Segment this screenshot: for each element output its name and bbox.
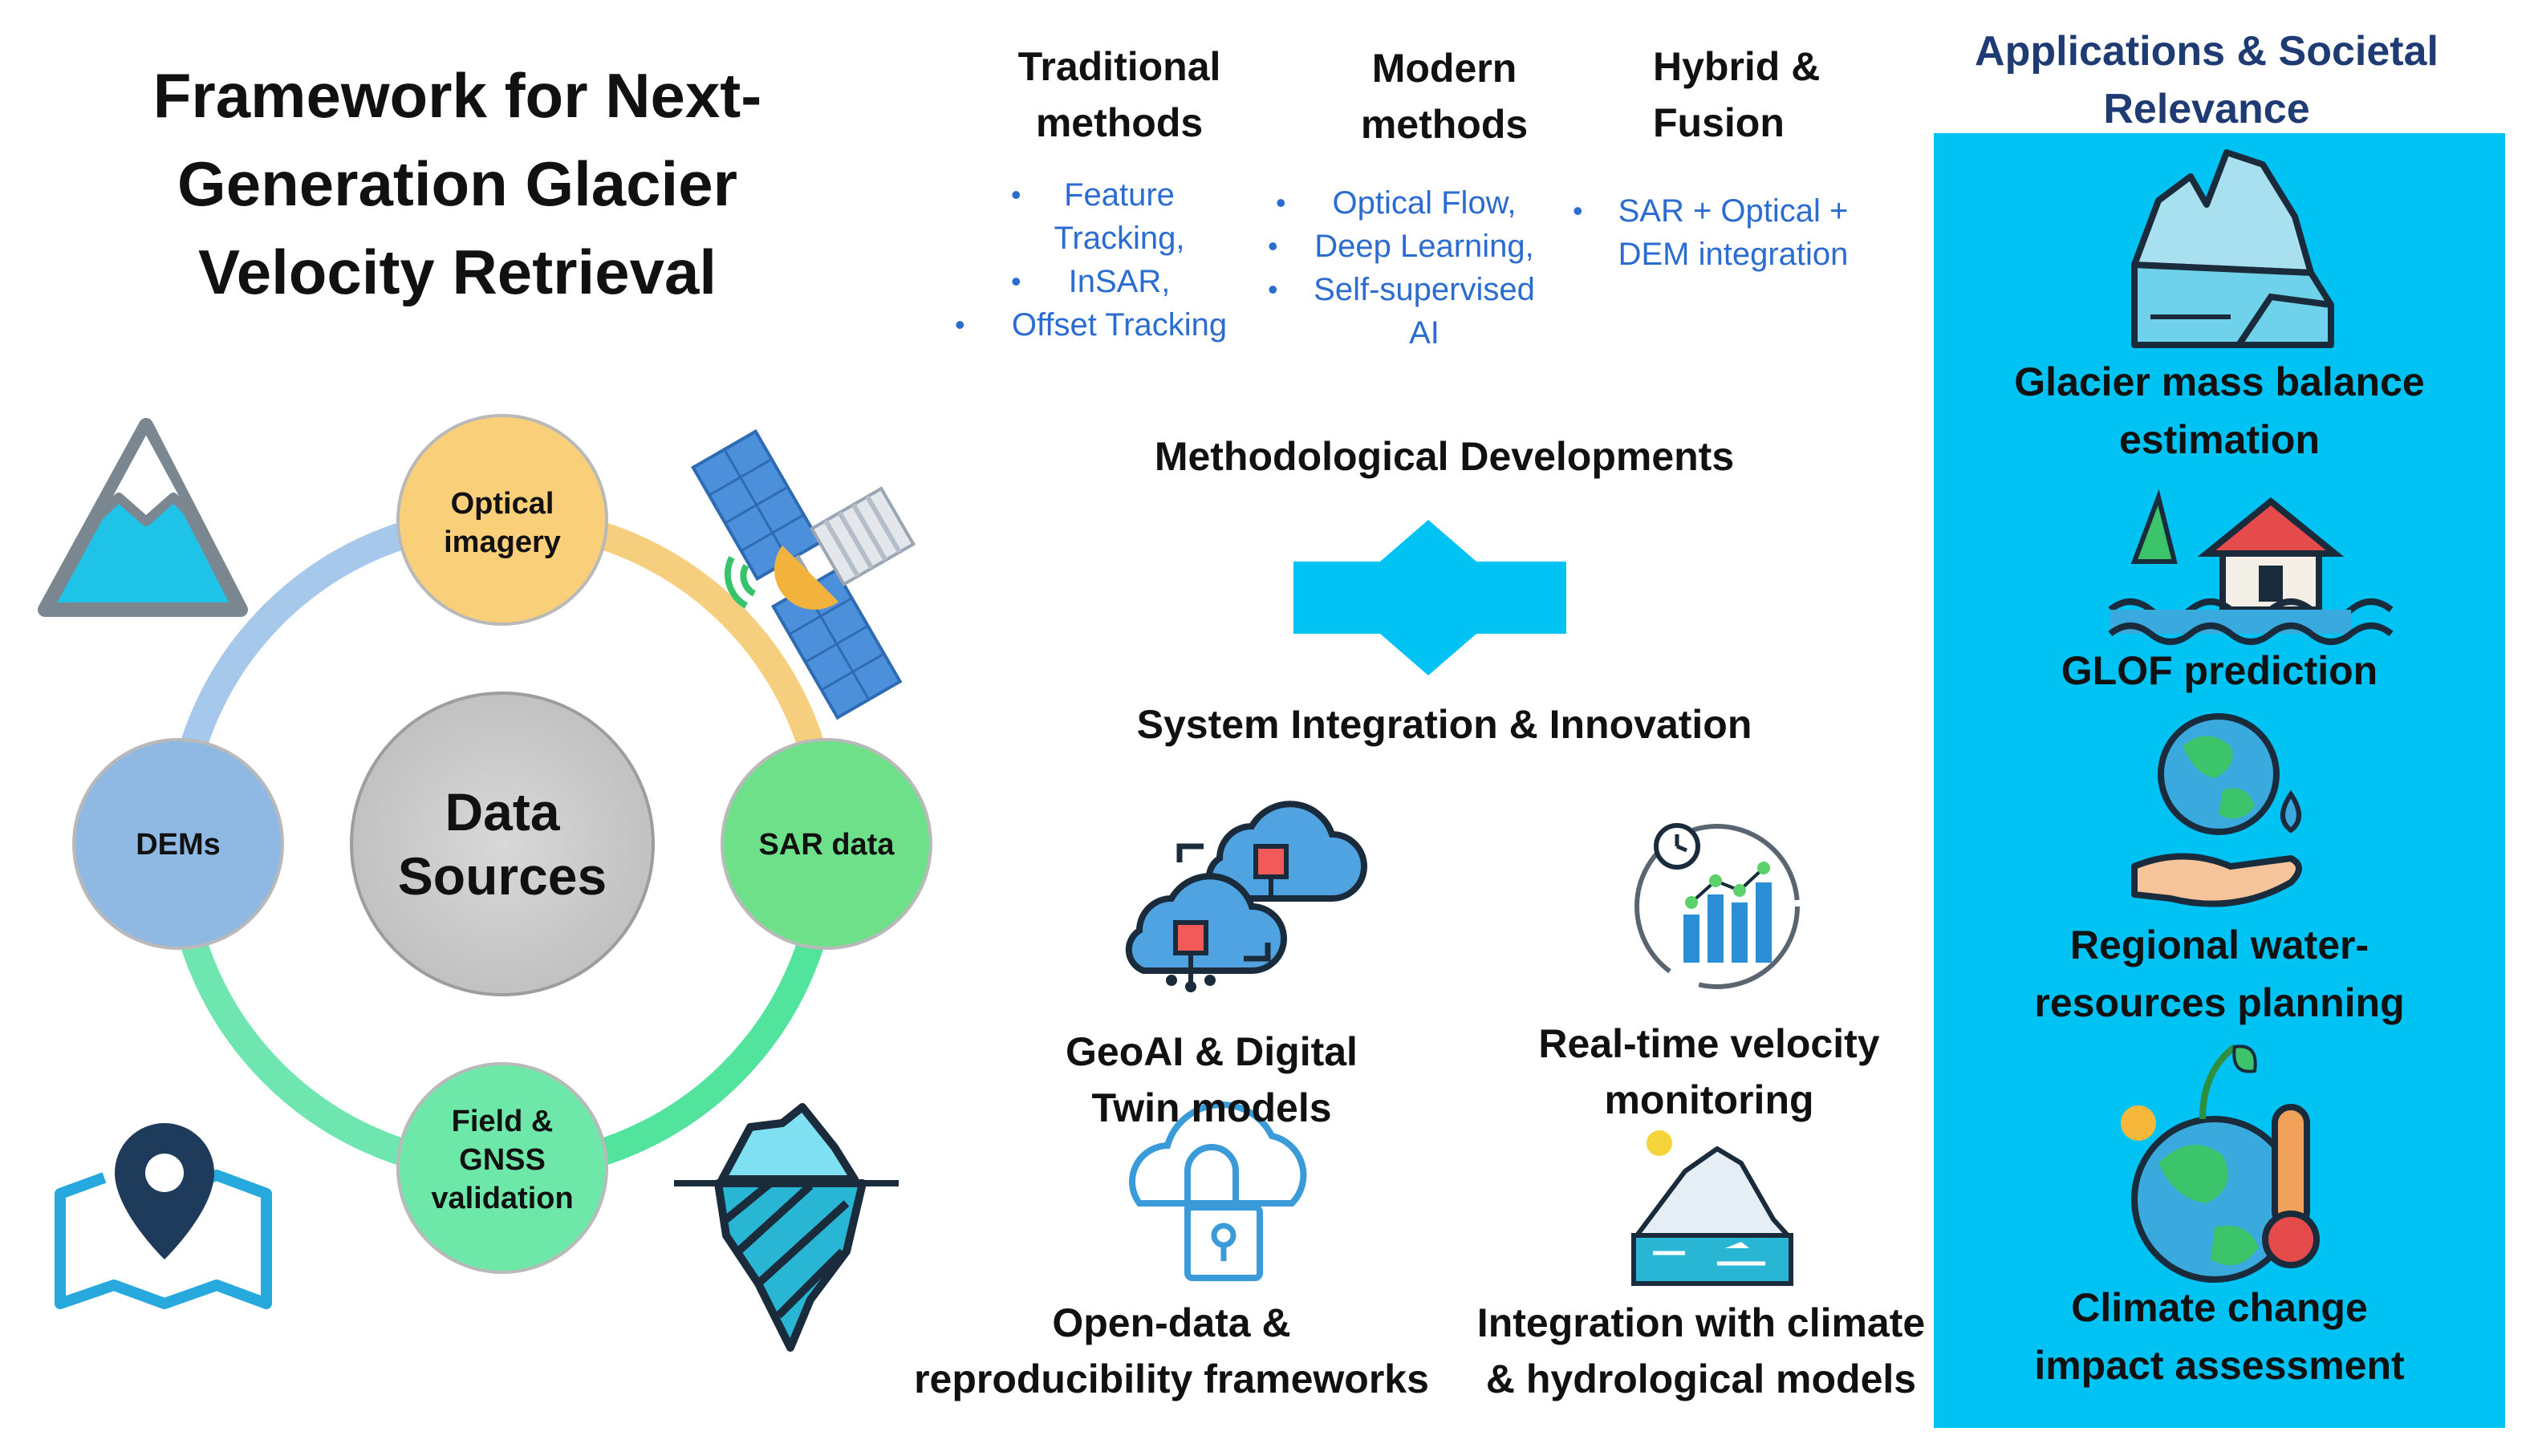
node-dems: DEMs: [72, 738, 284, 950]
list-item: AI: [1409, 315, 1440, 351]
glof-label: GLOF prediction: [2061, 648, 2378, 693]
center-label-line2: Sources: [398, 846, 607, 906]
list-item: •Optical Flow,: [1276, 185, 1517, 221]
climate-hydrology-integration-label: Integration with climate & hydrological …: [1476, 1300, 1926, 1401]
climate-impact-label: Climate change impact assessment: [2034, 1285, 2405, 1388]
cloud-lock-icon: [1129, 1101, 1307, 1281]
water-resources-label: Regional water- resources planning: [2034, 923, 2405, 1025]
double-arrow: [1293, 520, 1566, 675]
node-field-gnss: Field & GNSS validation: [396, 1062, 608, 1274]
list-item: •Self-supervised: [1268, 272, 1535, 307]
iceberg-icon: [674, 1103, 899, 1352]
svg-text:GNSS: GNSS: [459, 1143, 546, 1177]
applications-panel: [1934, 133, 2505, 1428]
applications-title: Applications & Societal Relevance: [1975, 28, 2438, 132]
node-sar-data: SAR data: [721, 738, 932, 950]
realtime-monitoring-label: Real-time velocity monitoring: [1538, 1021, 1880, 1122]
list-item: •Deep Learning,: [1268, 229, 1534, 264]
satellite-dish-icon: [724, 545, 839, 610]
list-item: Tracking,: [1054, 221, 1185, 256]
data-sources-center: Data Sources: [350, 691, 655, 996]
satellite-icon: [691, 429, 916, 720]
hybrid-fusion-list: •SAR + Optical + DEM integration: [1573, 189, 1870, 276]
modern-methods-heading: Modern methods: [1360, 46, 1529, 147]
geoai-digital-twin-label: GeoAI & Digital Twin models: [1066, 1029, 1358, 1130]
list-item: DEM integration: [1618, 237, 1849, 272]
mass-balance-label: Glacier mass balance estimation: [2014, 359, 2425, 462]
mountain-icon: [38, 418, 248, 617]
realtime-chart-icon: [1634, 823, 1800, 989]
list-item: •Feature: [1011, 177, 1175, 213]
hybrid-fusion-heading: Hybrid & Fusion: [1653, 44, 1821, 145]
open-data-label: Open-data & reproducibility frameworks: [914, 1300, 1429, 1401]
modern-methods-list: •Optical Flow, •Deep Learning, •Self-sup…: [1268, 181, 1557, 355]
list-item: •SAR + Optical +: [1573, 193, 1849, 229]
traditional-methods-heading: Traditional methods: [1017, 44, 1221, 145]
methodological-developments-label: Methodological Developments: [1154, 434, 1735, 479]
node-optical-imagery: Optical imagery: [396, 414, 608, 626]
svg-text:Optical: Optical: [451, 487, 554, 521]
map-pin-icon: [55, 1123, 272, 1309]
svg-text:imagery: imagery: [444, 525, 561, 559]
traditional-methods-list: •Feature Tracking, •InSAR, •Offset Track…: [955, 173, 1252, 347]
list-item: •InSAR,: [1011, 264, 1171, 299]
page-title: Framework for Next- Generation Glacier V…: [152, 60, 762, 307]
svg-text:validation: validation: [431, 1182, 573, 1215]
svg-text:DEMs: DEMs: [136, 828, 221, 862]
glacier-lake-icon: [1631, 1130, 1793, 1286]
svg-text:Field &: Field &: [452, 1105, 554, 1138]
svg-text:SAR data: SAR data: [759, 828, 895, 862]
center-label-line1: Data: [445, 782, 560, 842]
cloud-network-icon: [1125, 801, 1367, 992]
system-integration-label: System Integration & Innovation: [1136, 702, 1752, 747]
list-item: •Offset Tracking: [955, 307, 1228, 343]
